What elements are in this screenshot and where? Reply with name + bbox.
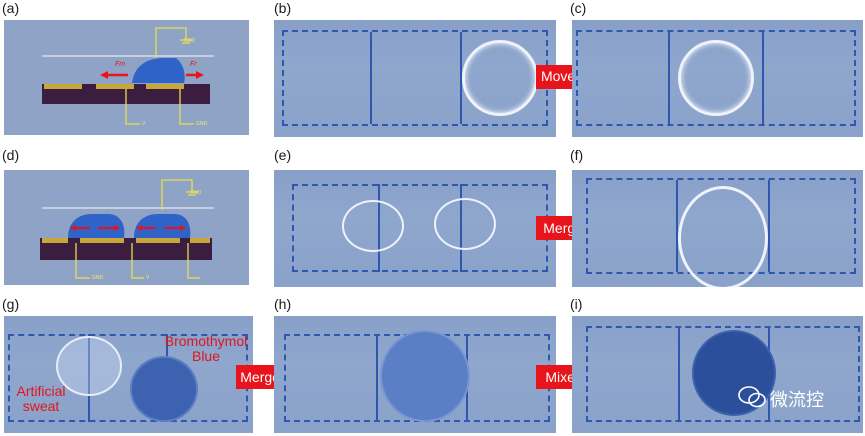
electrode-divider <box>678 328 680 420</box>
panel-label-b: (b) <box>274 0 292 16</box>
panel-label-c: (c) <box>570 0 587 16</box>
mixed-droplet <box>380 330 470 422</box>
dye-droplet <box>130 356 198 422</box>
electrode-outline <box>292 184 548 272</box>
schematic-diagram-a <box>42 27 214 125</box>
electrode-divider <box>370 32 372 124</box>
artificial-sweat-text: Artificial sweat <box>16 383 66 414</box>
panel-label-h: (h) <box>274 296 292 312</box>
panel-label-f: (f) <box>570 147 584 163</box>
artificial-sweat-label: Artificial sweat <box>8 384 74 414</box>
panel-label-a: (a) <box>2 0 20 16</box>
v-label-a: V <box>142 121 146 127</box>
electrode-divider <box>460 32 462 124</box>
electrode-divider <box>768 180 770 272</box>
gnd-bottom-label-d: GND <box>92 275 104 281</box>
panel-label-i: (i) <box>570 296 583 312</box>
photo-panel-f <box>572 170 863 287</box>
bromothymol-blue-label: Bromothymol Blue <box>162 334 250 364</box>
panel-label-d: (d) <box>2 147 20 163</box>
electrode-divider <box>376 334 378 422</box>
electrode-divider <box>676 180 678 272</box>
force-left-label-a: Fm <box>115 61 126 68</box>
panel-label-g: (g) <box>2 296 20 312</box>
electrode-outline <box>586 326 860 422</box>
electrode-outline <box>576 30 856 126</box>
photo-panel-i <box>572 316 863 433</box>
droplet <box>434 198 496 250</box>
photo-panel-e <box>274 170 556 287</box>
schematic-panel-a: GND V GND Fm Fr <box>4 20 249 135</box>
photo-panel-b <box>274 20 556 137</box>
photo-panel-h <box>274 316 556 433</box>
photo-panel-c <box>572 20 863 137</box>
electrode-divider <box>762 32 764 124</box>
schematic-panel-d: GND GND V <box>4 170 249 285</box>
photo-panel-g <box>4 316 253 433</box>
wechat-icon <box>738 386 766 408</box>
force-right-label-a: Fr <box>190 61 197 68</box>
droplet <box>342 200 404 252</box>
mixed-droplet <box>692 330 776 416</box>
gnd-top-label-d: GND <box>190 190 202 196</box>
gnd-top-label-a: GND <box>184 38 196 44</box>
panel-label-e: (e) <box>274 147 292 163</box>
schematic-diagram-d <box>40 179 214 279</box>
watermark-text: 微流控 <box>770 390 824 411</box>
droplet <box>678 186 768 287</box>
sweat-droplet <box>56 336 122 396</box>
droplet <box>462 40 538 116</box>
v-label-d: V <box>146 275 150 281</box>
gnd-bottom-label-a: GND <box>196 121 208 127</box>
droplet <box>678 40 754 116</box>
electrode-divider <box>668 32 670 124</box>
bromothymol-blue-text: Bromothymol Blue <box>164 333 248 364</box>
